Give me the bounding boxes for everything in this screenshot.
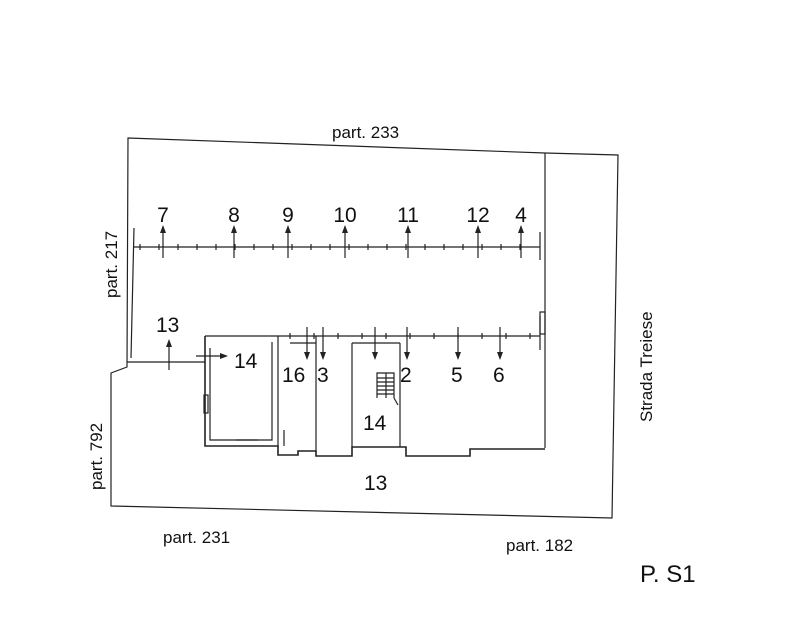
label-room-16: 16 (282, 364, 305, 387)
upper-unit-labels: 7 8 9 10 11 12 4 (157, 204, 527, 227)
upper-arrowhead-7 (160, 225, 166, 233)
label-room-5: 5 (451, 364, 463, 387)
label-unit-11: 11 (397, 204, 419, 227)
parcel-boundary (110, 137, 619, 519)
upper-arrowhead-12 (475, 225, 481, 233)
label-unit-10: 10 (333, 204, 356, 227)
label-unit-12: 12 (466, 204, 489, 227)
label-room-3: 3 (317, 364, 329, 387)
upper-arrowhead-10 (342, 225, 348, 233)
lower-unit-arrows (304, 327, 503, 360)
label-unit-4: 4 (515, 204, 527, 227)
lower-corridor-ticks (289, 333, 531, 339)
label-part-182: part. 182 (506, 536, 573, 555)
label-part-231: part. 231 (163, 528, 230, 547)
upper-arrowhead-8 (231, 225, 237, 233)
upper-arrowhead-11 (405, 225, 411, 233)
label-street: Strada Treiese (637, 311, 656, 422)
label-room-2: 2 (400, 364, 412, 387)
label-room-6: 6 (493, 364, 505, 387)
sheet-label: P. S1 (640, 561, 696, 588)
left-inner-wall (130, 227, 135, 359)
label-part-792: part. 792 (87, 423, 106, 490)
courtyard-label: 13 (364, 472, 387, 495)
label-room-14-stair: 14 (363, 412, 387, 435)
room-14-side-window (203, 394, 209, 414)
arrow-room-14 (196, 353, 228, 359)
label-unit-13: 13 (156, 314, 179, 337)
label-unit-7: 7 (157, 204, 169, 227)
upper-arrowhead-9 (285, 225, 291, 233)
label-part-217: part. 217 (102, 231, 121, 298)
upper-corridor-ticks (139, 244, 521, 250)
label-unit-9: 9 (282, 204, 294, 227)
label-part-233: part. 233 (332, 123, 399, 142)
building-outline (204, 336, 545, 457)
label-unit-8: 8 (228, 204, 240, 227)
corridor-door (539, 311, 546, 335)
stair (376, 372, 399, 406)
arrow-unit-13 (166, 339, 172, 370)
upper-arrowhead-4 (518, 225, 524, 233)
upper-unit-arrows (160, 225, 524, 258)
label-room-14-left: 14 (234, 350, 258, 373)
